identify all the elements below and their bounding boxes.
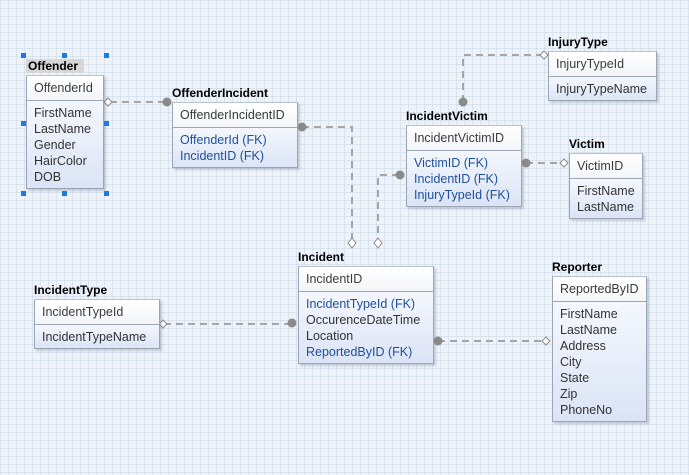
foreign-key-attribute: IncidentID (FK) — [414, 172, 499, 186]
attribute: HairColor — [34, 154, 87, 168]
attribute: Zip — [560, 387, 578, 401]
attribute: City — [560, 355, 582, 369]
primary-key-field: VictimID — [570, 154, 642, 179]
entity-title: IncidentType — [34, 283, 108, 297]
entity-body[interactable]: VictimID FirstName LastName — [569, 153, 643, 219]
connector-end-dot — [433, 336, 443, 346]
attribute-list: OffenderId (FK) IncidentID (FK) — [173, 128, 297, 167]
connector-end-dot — [521, 158, 531, 168]
connector-diamond — [103, 97, 113, 107]
connector-offenderincident-incident — [302, 126, 353, 242]
entity-offender[interactable]: Offender OffenderId FirstName LastName G… — [26, 59, 104, 194]
attribute: OccurenceDateTime — [306, 313, 421, 327]
connector-diamond — [559, 158, 569, 168]
entity-body[interactable]: IncidentID IncidentTypeId (FK) Occurence… — [298, 266, 434, 364]
selection-handle[interactable] — [21, 53, 26, 58]
entity-title: OffenderIncident — [172, 86, 269, 100]
entity-title: Reporter — [552, 260, 603, 274]
connector-end-dot — [162, 97, 172, 107]
attribute: DOB — [34, 170, 62, 184]
entity-title: Victim — [569, 137, 605, 151]
connector-incidentvictim-incident — [377, 174, 399, 242]
primary-key-field: IncidentTypeId — [35, 300, 159, 325]
entity-title: Offender — [26, 59, 85, 73]
foreign-key-attribute: InjuryTypeId (FK) — [414, 188, 510, 202]
attribute: Address — [560, 339, 606, 353]
entity-body[interactable]: IncidentVictimID VictimID (FK) IncidentI… — [406, 125, 522, 207]
attribute: LastName — [577, 200, 634, 214]
entity-body[interactable]: OffenderIncidentID OffenderId (FK) Incid… — [172, 102, 298, 168]
attribute: InjuryTypeName — [556, 82, 648, 96]
connector-diamond — [373, 237, 383, 249]
connector-end-dot — [458, 97, 468, 107]
attribute: PhoneNo — [560, 403, 613, 417]
connector-end-dot — [287, 318, 297, 328]
selection-handle[interactable] — [104, 191, 109, 196]
selection-handle[interactable] — [104, 121, 109, 126]
primary-key-field: InjuryTypeId — [549, 52, 656, 77]
foreign-key-attribute: ReportedByID (FK) — [306, 345, 413, 359]
attribute: FirstName — [34, 106, 92, 120]
foreign-key-attribute: IncidentTypeId (FK) — [306, 297, 416, 311]
attribute-list: FirstName LastName — [570, 179, 642, 218]
foreign-key-attribute: OffenderId (FK) — [180, 133, 267, 147]
entity-body[interactable]: OffenderId FirstName LastName Gender Hai… — [26, 75, 104, 189]
entity-body[interactable]: ReportedByID FirstName LastName Address … — [552, 276, 647, 422]
primary-key-field: OffenderIncidentID — [173, 103, 297, 128]
selection-handle[interactable] — [21, 191, 26, 196]
entity-body[interactable]: IncidentTypeId IncidentTypeName — [34, 299, 160, 349]
entity-title: InjuryType — [548, 35, 608, 49]
attribute: Location — [306, 329, 354, 343]
selection-handle[interactable] — [62, 191, 67, 196]
selection-handle[interactable] — [21, 121, 26, 126]
attribute-list: IncidentTypeId (FK) OccurenceDateTime Lo… — [299, 292, 433, 363]
connector-diamond — [541, 336, 551, 346]
attribute: FirstName — [560, 307, 618, 321]
entity-title: IncidentVictim — [406, 109, 488, 123]
selection-handle[interactable] — [104, 53, 109, 58]
primary-key-field: IncidentID — [299, 267, 433, 292]
foreign-key-attribute: VictimID (FK) — [414, 156, 489, 170]
attribute-list: InjuryTypeName — [549, 77, 656, 100]
attribute: State — [560, 371, 590, 385]
attribute: IncidentTypeName — [42, 330, 147, 344]
connector-injurytype-incidentvictim — [462, 54, 543, 100]
attribute: FirstName — [577, 184, 635, 198]
primary-key-field: ReportedByID — [553, 277, 646, 302]
attribute-list: VictimID (FK) IncidentID (FK) InjuryType… — [407, 151, 521, 206]
connector-diamond — [158, 319, 168, 329]
attribute: LastName — [34, 122, 91, 136]
connector-diamond — [347, 237, 357, 249]
attribute-list: FirstName LastName Address City State Zi… — [553, 302, 646, 421]
primary-key-field: OffenderId — [27, 76, 103, 101]
primary-key-field: IncidentVictimID — [407, 126, 521, 151]
selection-handle[interactable] — [62, 53, 67, 58]
connector-end-dot — [297, 122, 307, 132]
attribute: Gender — [34, 138, 76, 152]
entity-title: Incident — [298, 250, 345, 264]
attribute-list: FirstName LastName Gender HairColor DOB — [27, 101, 103, 188]
attribute: LastName — [560, 323, 617, 337]
connector-diamond — [539, 50, 549, 60]
connector-end-dot — [395, 170, 405, 180]
foreign-key-attribute: IncidentID (FK) — [180, 149, 265, 163]
attribute-list: IncidentTypeName — [35, 325, 159, 348]
entity-body[interactable]: InjuryTypeId InjuryTypeName — [548, 51, 657, 101]
